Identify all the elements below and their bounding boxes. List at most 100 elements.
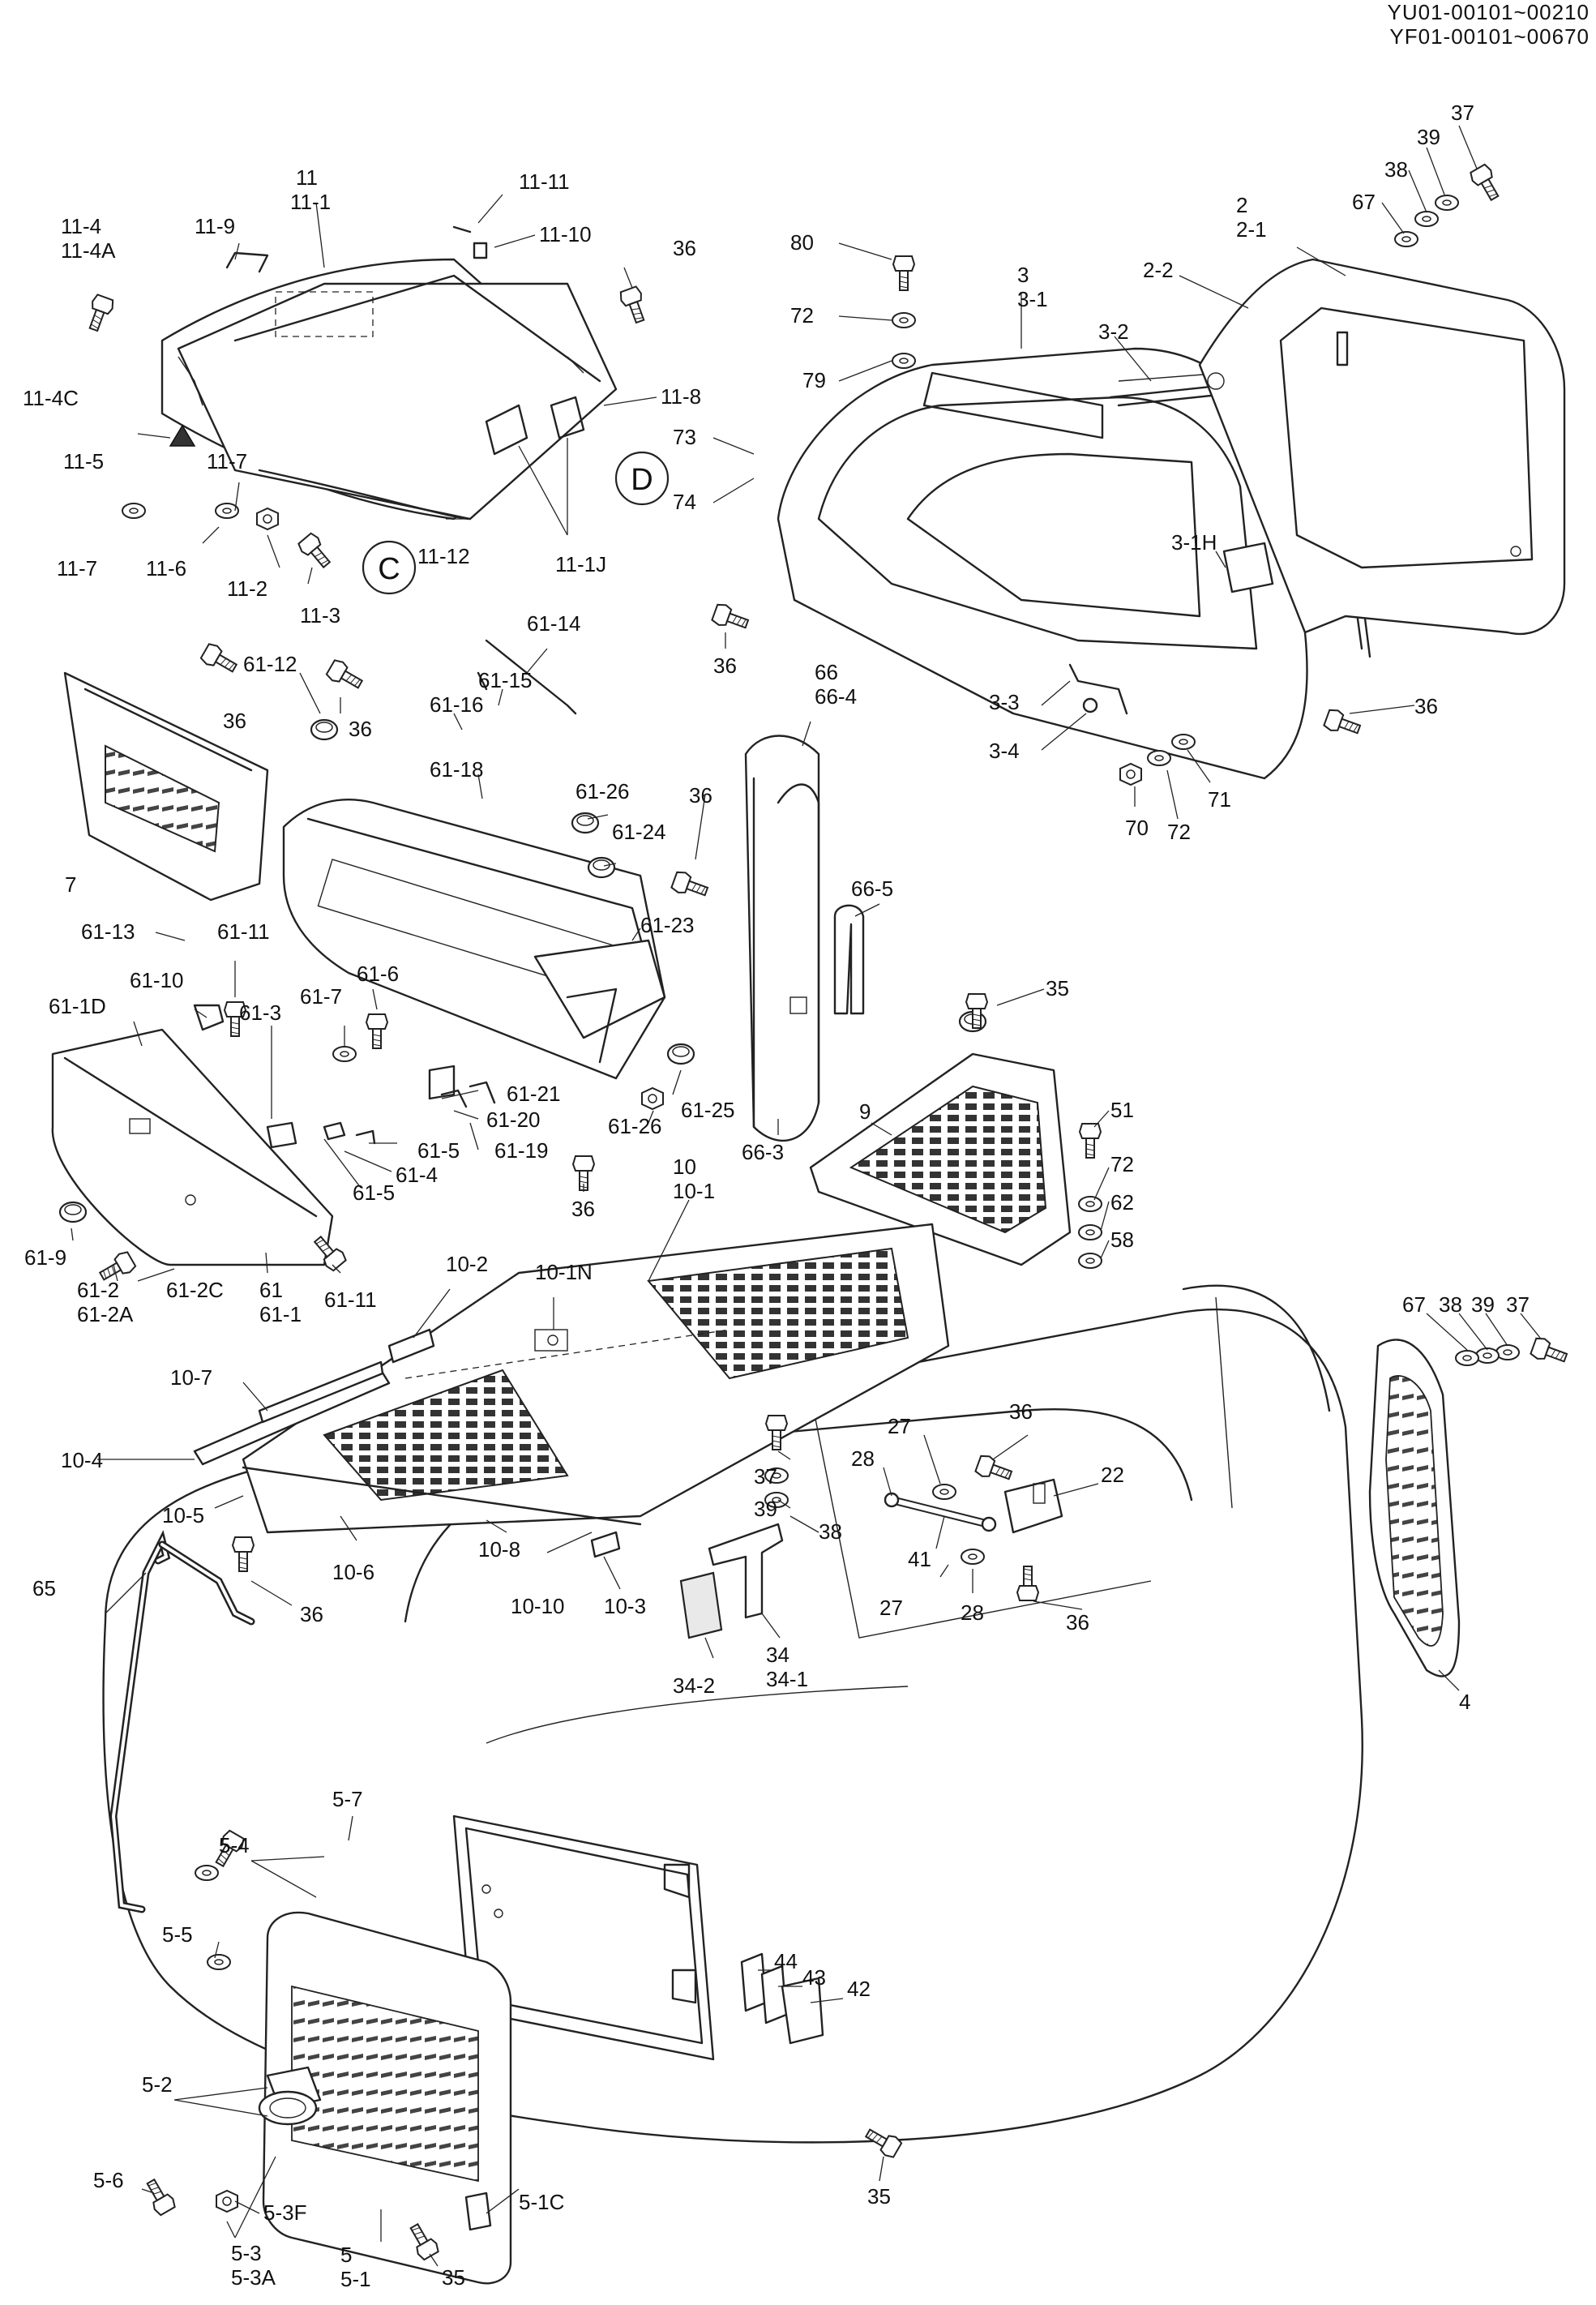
label-5-7: 5-7 [332,1787,363,1811]
label-10-8: 10-8 [478,1537,520,1562]
label-61-3: 61-3 [239,1000,281,1025]
label-27: 27 [879,1596,903,1620]
label-11-7: 11-7 [207,449,247,473]
label-5-1c: 5-1C [519,2190,564,2214]
label-65: 65 [32,1576,56,1600]
svg-text:C: C [378,552,400,586]
label-42: 42 [847,1977,871,2001]
label-61-11: 61-11 [324,1287,377,1312]
label-74: 74 [673,490,696,514]
label-67: 67 [1402,1292,1426,1317]
label-10-6: 10-6 [332,1560,374,1584]
label-37: 37 [754,1464,777,1489]
label-61-4: 61-4 [396,1163,438,1187]
label-43: 43 [802,1965,826,1990]
label-11-9: 11-9 [195,214,235,238]
label-3-1h: 3-1H [1171,530,1217,555]
label-61-23: 61-23 [640,913,695,937]
label-22: 22 [1101,1463,1124,1487]
label-36: 36 [713,653,737,678]
serial-range-yu01: YU01-00101~00210 [1387,0,1590,24]
label-3-4: 3-4 [989,739,1020,763]
label-61-14: 61-14 [527,611,581,636]
label-61-24: 61-24 [612,820,666,844]
label-10: 10 [673,1155,696,1179]
label-66-3: 66-3 [742,1140,784,1164]
callout-d: D [614,451,670,506]
label-61-11: 61-11 [217,919,270,944]
label-11-1j: 11-1J [555,552,606,576]
label-73: 73 [673,425,696,449]
grille-plate-9 [809,1052,1072,1266]
label-80: 80 [790,230,814,255]
bracket-42-43-44 [740,1952,824,2045]
label-5-1: 5-1 [340,2267,371,2291]
label-10-1: 10-1 [673,1179,715,1203]
label-36: 36 [1414,694,1438,718]
label-61-5: 61-5 [417,1138,460,1163]
label-5-4: 5-4 [219,1833,250,1857]
label-36: 36 [300,1602,323,1626]
label-58: 58 [1110,1227,1134,1252]
damper-41 [884,1492,997,1532]
label-61-2c: 61-2C [166,1278,224,1302]
label-61-1d: 61-1D [49,994,106,1018]
label-5-5: 5-5 [162,1922,193,1947]
clip-66-5 [833,904,865,1015]
top-hood-cover [160,258,618,521]
label-5-3a: 5-3A [231,2265,276,2290]
label-62: 62 [1110,1190,1134,1215]
label-51: 51 [1110,1098,1134,1122]
label-61-10: 61-10 [130,968,184,992]
label-11-10: 11-10 [539,222,592,246]
label-10-3: 10-3 [604,1594,646,1618]
label-10-10: 10-10 [511,1594,565,1618]
label-61-2: 61-2 [77,1278,119,1302]
part-labels: 37 39 38 67 2 2-1 2-2 80 72 79 3 3-1 3-2… [23,101,1530,2291]
seal-10-2 [387,1328,435,1364]
label-61-1: 61-1 [259,1302,302,1326]
label-72: 72 [1110,1152,1134,1176]
label-3-2: 3-2 [1098,319,1129,344]
label-71: 71 [1208,787,1231,812]
label-10-7: 10-7 [170,1365,212,1390]
label-61: 61 [259,1278,283,1302]
label-79: 79 [802,368,826,392]
label-35: 35 [442,2265,465,2290]
label-36: 36 [689,783,712,808]
hardware [58,162,1570,2262]
label-4: 4 [1459,1690,1470,1714]
label-10-4: 10-4 [61,1448,103,1472]
label-61-26: 61-26 [608,1114,662,1138]
side-guard-66 [744,735,820,1142]
label-66: 66 [815,660,838,684]
label-36: 36 [1066,1610,1089,1634]
label-11-12: 11-12 [417,544,470,568]
label-72: 72 [1167,820,1191,844]
seal-10-3 [590,1531,621,1558]
label-61-6: 61-6 [357,962,399,986]
label-39: 39 [1417,125,1440,149]
label-5-6: 5-6 [93,2168,124,2192]
bracket-34 [679,1523,784,1639]
label-61-26: 61-26 [576,779,630,803]
label-11-5: 11-5 [63,449,104,473]
label-11-8: 11-8 [661,384,701,409]
label-41: 41 [908,1547,931,1571]
side-door-5 [258,1911,512,2285]
label-36: 36 [1009,1399,1033,1424]
label-37: 37 [1451,101,1474,125]
label-70: 70 [1125,816,1149,840]
label-38: 38 [819,1519,842,1544]
label-10-2: 10-2 [446,1252,488,1276]
label-5: 5 [340,2243,352,2267]
label-66-4: 66-4 [815,684,857,709]
label-44: 44 [774,1949,798,1973]
floor-plate-10 [242,1223,950,1534]
grille-panel-7 [63,671,269,902]
leader-lines [71,125,1541,2267]
label-36: 36 [349,717,372,741]
label-5-2: 5-2 [142,2072,173,2097]
label-10-1n: 10-1N [535,1260,593,1284]
label-61-25: 61-25 [681,1098,735,1122]
